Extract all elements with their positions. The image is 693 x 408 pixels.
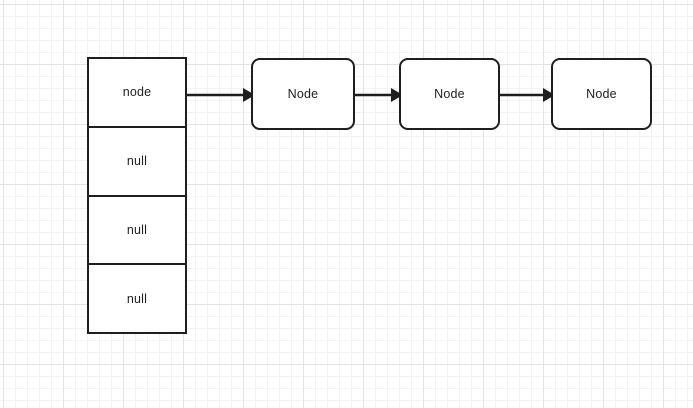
- array-cell-1[interactable]: null: [89, 128, 185, 197]
- node-2-label: Node: [434, 87, 465, 101]
- arrow-head: [243, 88, 255, 102]
- array-cell-2[interactable]: null: [89, 197, 185, 266]
- array-cell-1-label: null: [126, 154, 148, 169]
- arrow-node-1-to-node-2: [353, 88, 403, 102]
- array-table[interactable]: node null null null: [87, 57, 187, 334]
- node-2[interactable]: Node: [399, 58, 500, 130]
- node-3[interactable]: Node: [551, 58, 652, 130]
- node-1-label: Node: [287, 87, 319, 101]
- array-cell-2-label: null: [126, 222, 148, 237]
- arrow-node-2-to-node-3: [498, 88, 555, 102]
- array-cell-3[interactable]: null: [89, 265, 185, 332]
- arrow-head: [543, 88, 555, 102]
- arrow-head: [391, 88, 403, 102]
- array-cell-3-label: null: [126, 291, 148, 306]
- node-1[interactable]: Node: [251, 58, 355, 130]
- arrow-array-to-node-1: [185, 88, 255, 102]
- node-3-label: Node: [586, 87, 617, 101]
- array-cell-0[interactable]: node: [89, 59, 185, 128]
- array-cell-0-label: node: [122, 85, 152, 100]
